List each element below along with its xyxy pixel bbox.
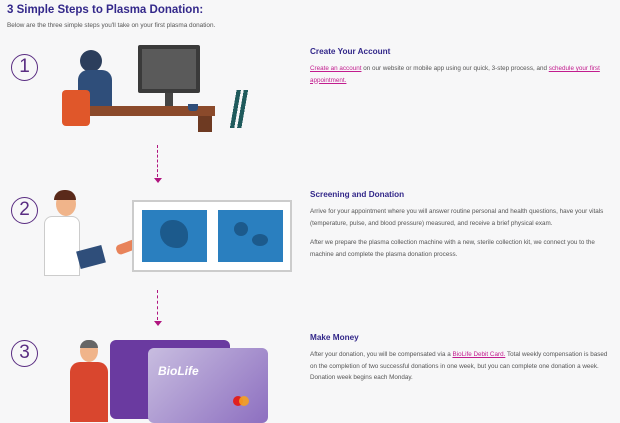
page-title: 3 Simple Steps to Plasma Donation: <box>7 4 204 16</box>
doctor-illustration <box>40 190 140 280</box>
debit-card: BioLife <box>148 348 268 423</box>
create-account-link[interactable]: Create an account <box>310 65 362 72</box>
step-text: After your donation, you will be compens… <box>310 351 453 358</box>
person-illustration <box>64 340 114 422</box>
computer-desk-illustration <box>60 40 260 135</box>
intro-text: Below are the three simple steps you'll … <box>7 22 216 29</box>
step-screening: Screening and Donation Arrive for your a… <box>310 190 615 268</box>
step-text: on our website or mobile app using our q… <box>361 65 549 72</box>
step-text: Total weekly compensation is based on th… <box>310 351 608 381</box>
step-text: After we prepare the plasma collection m… <box>310 239 595 258</box>
schedule-appointment-link[interactable]: schedule your first appointment. <box>310 65 600 84</box>
arrow-down-icon <box>154 178 162 183</box>
step-title: Create Your Account <box>310 47 391 56</box>
biolife-debit-card-link[interactable]: BioLife Debit Card. <box>452 351 506 358</box>
step-title: Make Money <box>310 333 359 342</box>
arrow-down-icon <box>154 321 162 326</box>
connector-line <box>157 145 158 177</box>
plasma-screen-illustration <box>132 200 292 272</box>
step-title: Screening and Donation <box>310 190 405 199</box>
step-number-2: 2 <box>11 197 38 224</box>
step-make-money: Make Money After your donation, you will… <box>310 333 615 392</box>
card-brand-logo: BioLife <box>158 364 199 378</box>
step-text: Arrive for your appointment where you wi… <box>310 208 604 227</box>
step-number-3: 3 <box>11 340 38 367</box>
step-number-1: 1 <box>11 54 38 81</box>
step-create-account: Create Your Account Create an account on… <box>310 47 615 94</box>
connector-line <box>157 290 158 320</box>
